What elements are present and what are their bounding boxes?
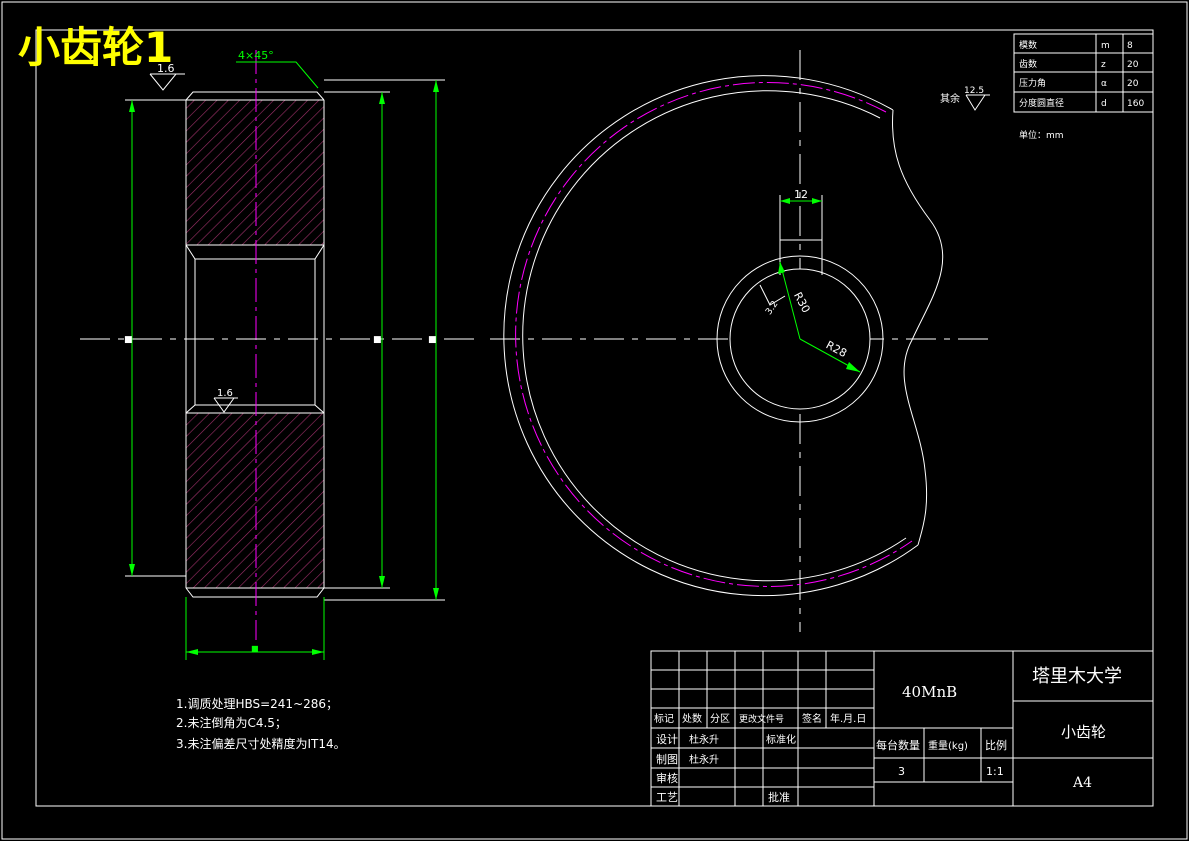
parameter-table: 模数 m 8 齿数 z 20 压力角 α 20 分度圆直径 d 160 单位：m… [1013, 33, 1154, 141]
unit-note: 单位：mm [1019, 129, 1064, 141]
gear-outline-bottom [185, 587, 325, 598]
other-surface-value: 12.5 [964, 86, 984, 96]
dim-width-label: ■ [251, 644, 259, 653]
param-name: 分度圆直径 [1019, 97, 1064, 109]
bore-outline [185, 244, 325, 260]
other-surface-label: 其余 [940, 92, 960, 105]
sheet-size: A4 [1072, 775, 1092, 791]
chamfer-note: 4×45° [238, 49, 274, 62]
roughness-symbol-bore [213, 397, 235, 413]
dim-key-width: 12 [794, 188, 808, 201]
note-line: 2.未注倒角为C4.5； [176, 715, 287, 730]
std-label: 标准化 [766, 733, 796, 746]
param-value: 8 [1127, 41, 1133, 51]
hub-outer-circle [716, 255, 884, 423]
technical-notes: 1.调质处理HBS=241~286； 2.未注倒角为C4.5； 3.未注偏差尺寸… [176, 697, 346, 751]
qty-label: 每台数量 [876, 738, 920, 752]
keyway [779, 239, 823, 275]
param-name: 压力角 [1019, 77, 1046, 89]
gear-root-arc [522, 90, 907, 582]
param-name: 齿数 [1019, 58, 1037, 70]
param-value: 160 [1127, 99, 1144, 109]
rev-header: 分区 [710, 713, 730, 725]
part-name: 小齿轮 [1061, 723, 1106, 741]
design-name: 杜永升 [689, 733, 719, 746]
param-value: 20 [1127, 79, 1139, 89]
roughness-bore-value: 1.6 [217, 388, 233, 399]
inner-frame [35, 29, 1154, 807]
material: 40MnB [902, 683, 957, 701]
param-symbol: m [1101, 41, 1110, 51]
dim-d3-label: ■ [428, 335, 437, 345]
radius-leader-r30 [779, 261, 801, 340]
param-value: 20 [1127, 60, 1139, 70]
title-block-text: 标记 处数 分区 更改文件号 签名 年.月.日 设计 杜永升 标准化 制图 杜永… [654, 666, 1122, 804]
weight-label: 重量(kg) [928, 739, 968, 752]
rev-header: 年.月.日 [830, 712, 866, 725]
scale-label: 比例 [985, 738, 1007, 752]
side-view: ■ ■ ■ ■ 4×45° 1.6 1.6 [80, 49, 475, 660]
gear-outline-top [185, 91, 325, 101]
rev-header: 签名 [802, 712, 822, 725]
note-line: 1.调质处理HBS=241~286； [176, 697, 338, 711]
design-label: 设计 [656, 733, 678, 746]
hatch-upper [186, 100, 324, 245]
gear-outer-arc [503, 75, 919, 597]
dim-d2-label: ■ [373, 335, 382, 345]
roughness-symbol-key [759, 284, 786, 306]
title-block [650, 650, 1154, 807]
qty-value: 3 [898, 765, 905, 778]
draw-name: 杜永升 [689, 753, 719, 766]
param-symbol: z [1101, 60, 1106, 70]
note-line: 3.未注偏差尺寸处精度为IT14。 [176, 736, 346, 751]
drawing-title: 小齿轮1 [18, 23, 173, 72]
dim-d1-label: ■ [124, 335, 133, 345]
front-view: 12 R30 R28 3.2 其余 12.5 [490, 50, 995, 632]
scale-value: 1:1 [986, 765, 1004, 778]
roughness-symbol-other [965, 94, 986, 111]
param-symbol: d [1101, 99, 1107, 109]
rev-header: 处数 [682, 712, 702, 725]
cut-edge [892, 109, 944, 546]
param-name: 模数 [1019, 39, 1037, 51]
process-label: 工艺 [656, 791, 678, 804]
rev-header: 更改文件号 [739, 713, 784, 725]
school-name: 塔里木大学 [1032, 666, 1122, 687]
roughness-top-value: 1.6 [157, 62, 175, 75]
chamfer-leader [236, 61, 319, 89]
hatch-lower [186, 413, 324, 588]
pitch-circle-arc [515, 82, 913, 587]
roughness-symbol-top [149, 73, 185, 91]
check-label: 审核 [656, 771, 678, 785]
draw-label: 制图 [656, 753, 678, 766]
rev-header: 标记 [654, 713, 674, 725]
param-symbol: α [1101, 79, 1107, 89]
approve-label: 批准 [768, 790, 790, 804]
